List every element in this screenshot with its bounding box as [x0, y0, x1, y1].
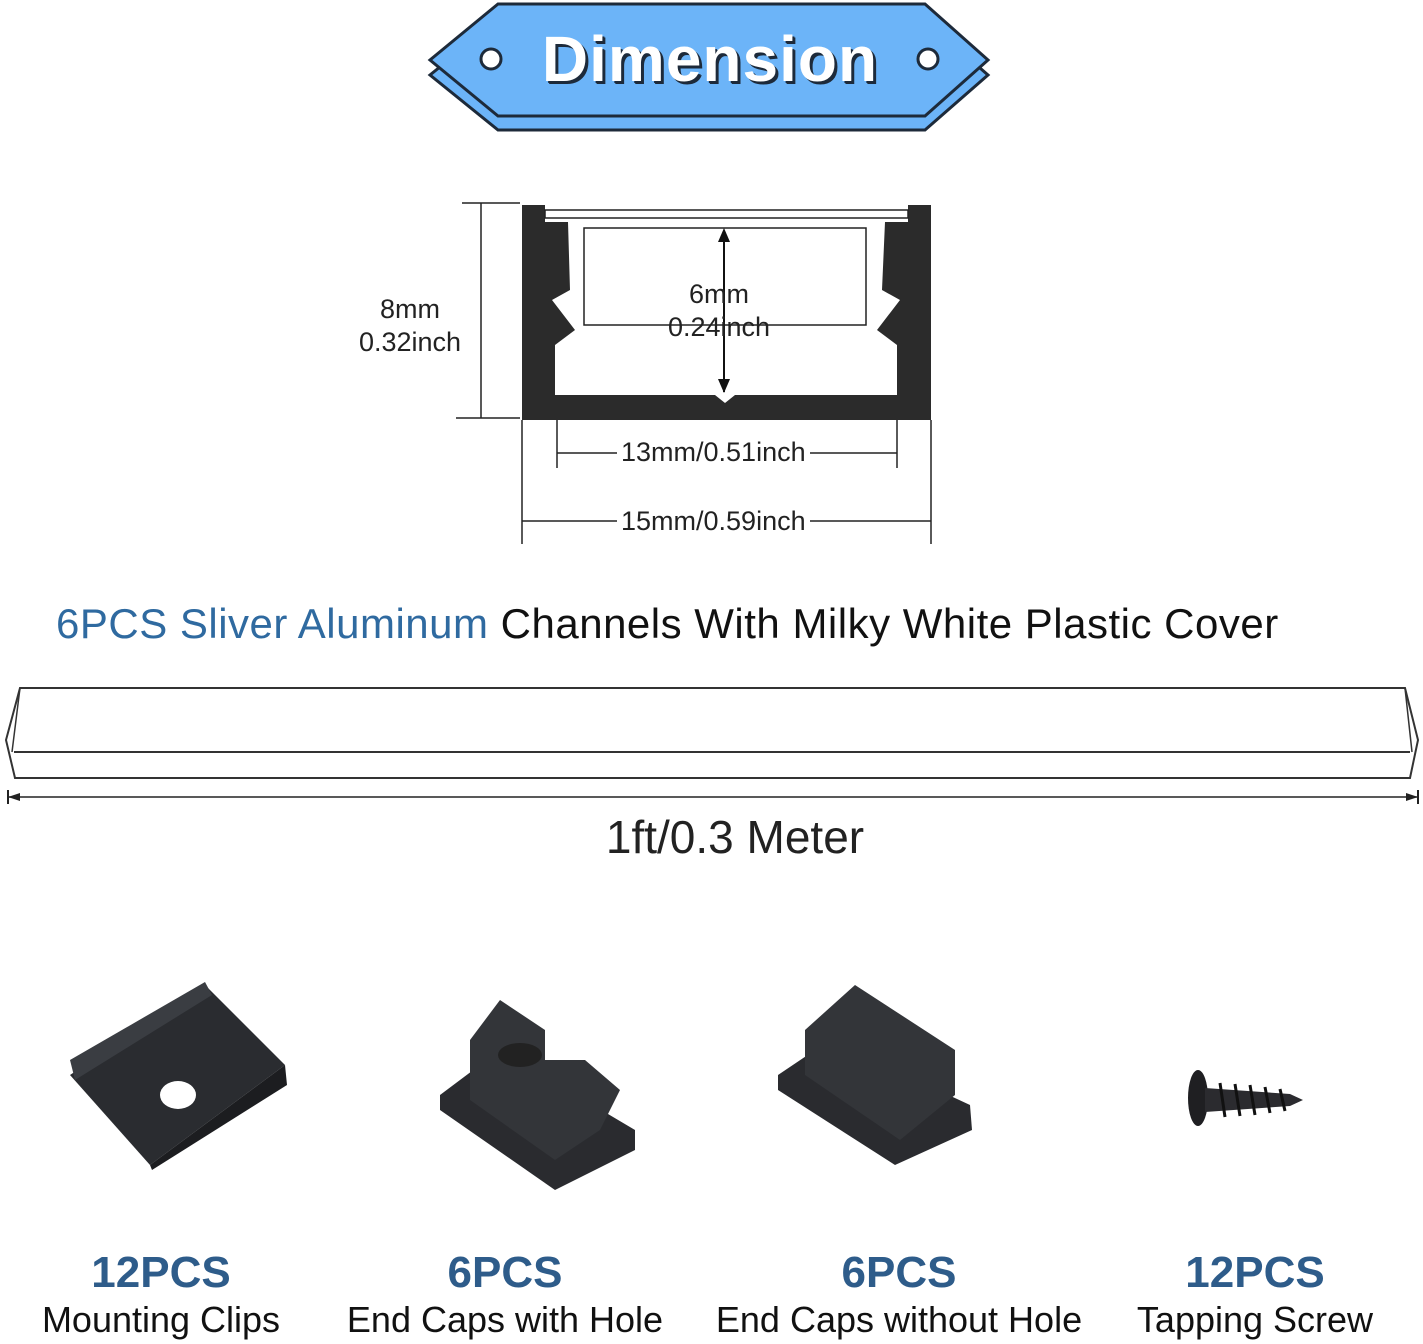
inner-height-mm: 6mm [689, 279, 749, 309]
item-name: Mounting Clips [41, 1299, 281, 1340]
inner-height-inch: 0.24inch [667, 312, 771, 342]
item-qty: 6PCS [841, 1248, 957, 1297]
height-inch: 0.32inch [358, 327, 462, 357]
banner-dot-left [479, 47, 503, 71]
inner-height-dimension: 6mm 0.24inch [655, 278, 783, 344]
banner-title: Dimension [541, 23, 879, 95]
tapping-screw-image [1188, 1070, 1303, 1126]
item-qty: 6PCS [447, 1248, 563, 1297]
item-end-caps-with-hole: 6PCS End Caps with Hole [305, 1250, 705, 1344]
height-dimension: 8mm 0.32inch [350, 293, 470, 359]
subtitle-highlight: 6PCS Sliver Aluminum [56, 600, 489, 647]
end-cap-with-hole-image [440, 1000, 635, 1190]
item-end-caps-without-hole: 6PCS End Caps without Hole [699, 1250, 1099, 1344]
profile-cross-section [456, 202, 932, 544]
product-subtitle: 6PCS Sliver Aluminum Channels With Milky… [56, 600, 1279, 648]
item-name: End Caps with Hole [346, 1299, 664, 1340]
banner-dot-right [916, 47, 940, 71]
item-qty: 12PCS [91, 1248, 231, 1297]
height-mm: 8mm [380, 294, 440, 324]
item-qty: 12PCS [1185, 1248, 1325, 1297]
subtitle-rest: Channels With Milky White Plastic Cover [500, 600, 1279, 647]
item-name: Tapping Screw [1136, 1299, 1374, 1340]
inner-width-dimension: 13mm/0.51inch [617, 436, 810, 469]
item-mounting-clips: 12PCS Mounting Clips [0, 1250, 361, 1344]
mounting-clip-image [70, 982, 287, 1170]
end-cap-without-hole-image [778, 985, 972, 1165]
channel-length-label: 1ft/0.3 Meter [605, 811, 865, 863]
item-tapping-screw: 12PCS Tapping Screw [1055, 1250, 1423, 1344]
channel-bar [4, 687, 1420, 804]
banner [427, 2, 991, 132]
outer-width-dimension: 15mm/0.59inch [617, 505, 810, 538]
item-name: End Caps without Hole [715, 1299, 1083, 1340]
